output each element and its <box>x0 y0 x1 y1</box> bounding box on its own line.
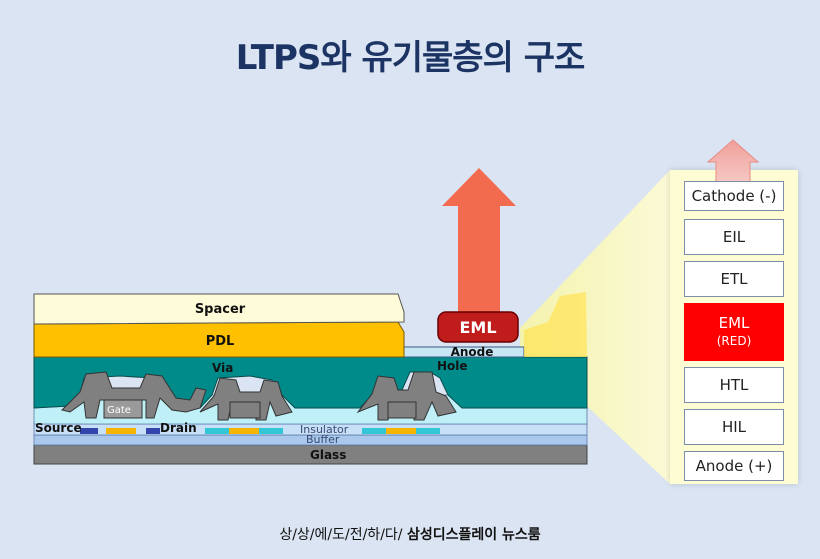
drain-label: Drain <box>160 421 197 435</box>
cathode-label: Cathode (-) <box>691 187 777 205</box>
anode-box: Anode (+) <box>684 451 784 481</box>
spacer-label: Spacer <box>195 302 246 317</box>
right-pdl-edge <box>524 292 587 357</box>
etl-label: ETL <box>720 270 748 288</box>
eil-box: EIL <box>684 219 784 255</box>
gate-label: Gate <box>107 405 131 416</box>
htl-label: HTL <box>719 376 749 394</box>
eml-box: EML (RED) <box>684 303 784 361</box>
eil-label: EIL <box>722 228 746 246</box>
light-beam <box>520 170 670 484</box>
tft-metal-1 <box>61 371 207 419</box>
footer-prefix: 상/상/에/도/전/하/다/ <box>279 527 403 543</box>
via-label: Via <box>212 361 233 375</box>
tft-metal-2 <box>199 377 293 421</box>
source-label: Source <box>35 421 82 435</box>
eml-pill <box>437 311 519 343</box>
hil-label: HIL <box>721 418 747 436</box>
insulator-label: Insulator <box>300 423 349 436</box>
page-title: LTPS와 유기물층의 구조 <box>235 38 586 78</box>
eml-sub-label: (RED) <box>716 334 752 348</box>
hole-label: Hole <box>437 359 468 373</box>
htl-box: HTL <box>684 367 784 403</box>
anode-stack-label: Anode (+) <box>695 457 773 475</box>
footer-brand: 삼성디스플레이 뉴스룸 <box>406 527 541 543</box>
spacer-layer <box>33 293 405 325</box>
buffer-label: Buffer <box>306 433 340 446</box>
footer: 상/상/에/도/전/하/다/ 삼성디스플레이 뉴스룸 <box>0 524 820 544</box>
emission-arrow <box>442 168 516 312</box>
etl-box: ETL <box>684 261 784 297</box>
eml-label: EML <box>718 314 750 332</box>
eml-pill-label: EML <box>459 318 496 337</box>
pdl-label: PDL <box>206 334 235 349</box>
hil-box: HIL <box>684 409 784 445</box>
gate-block <box>103 399 143 419</box>
cathode-box: Cathode (-) <box>684 181 784 211</box>
glass-label: Glass <box>310 448 346 462</box>
anode-label: Anode <box>451 345 494 359</box>
